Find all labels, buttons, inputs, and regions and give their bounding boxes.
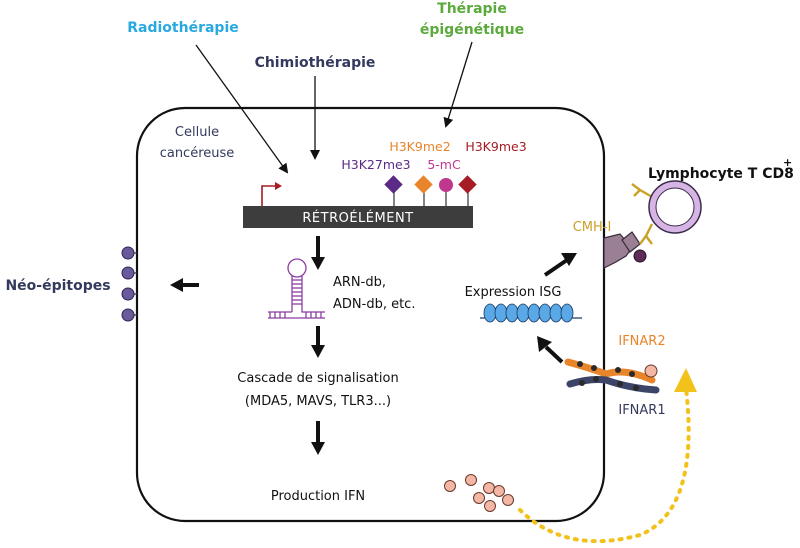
radiotherapy-arrow (195, 44, 289, 174)
cd8-t-cell-nucleus-icon (655, 187, 695, 227)
neo-epitopes-label: Néo-épitopes (5, 278, 110, 294)
ifnar1-label: IFNAR1 (618, 403, 665, 418)
ifn-autocrine-arrowhead-icon (674, 368, 697, 392)
h3k27me3-label: H3K27me3 (341, 157, 410, 172)
h3k9me2-diamond-icon (414, 175, 433, 194)
retroelement-label: RÉTROÉLÉMENT (302, 210, 413, 226)
signaling-cascade-label-line1: Cascade de signalisation (237, 371, 398, 386)
neo-epitopes-arrow (170, 278, 199, 292)
cancer-cell-label-line1: Cellule (175, 125, 219, 140)
adn-db-label: ADN-db, etc. (333, 297, 415, 312)
chemotherapy-label: Chimiothérapie (255, 55, 376, 71)
ifnar-to-isg-arrow (537, 336, 564, 364)
hairpin-rna-icon (268, 258, 325, 319)
cancer-cell-label-line2: cancéreuse (160, 146, 235, 161)
h3k9me3-diamond-icon (458, 175, 477, 194)
ifn-secreted-dots (444, 474, 514, 512)
arn-db-label: ARN-db, (333, 275, 386, 290)
promoter-arrowhead-icon (275, 182, 282, 190)
main-flow-arrows (311, 236, 325, 455)
5mc-label: 5-mC (427, 157, 461, 172)
epigenetic-therapy-arrow (443, 41, 473, 128)
5mc-circle-icon (439, 178, 453, 192)
mhc-i-label: CMH-I (573, 220, 612, 235)
retroelement-bar (243, 206, 473, 228)
epigenetic-therapy-label-line1: Thérapie (437, 1, 507, 17)
ifnar-receptor-icon (564, 358, 660, 394)
signaling-cascade-label-line2: (MDA5, MAVS, TLR3...) (245, 394, 391, 409)
h3k9me2-label: H3K9me2 (389, 139, 450, 154)
isg-expression-label: Expression ISG (465, 285, 562, 300)
isg-nucleosome-icon (480, 303, 582, 323)
h3k27me3-diamond-icon (384, 175, 403, 194)
ifn-production-label: Production IFN (271, 489, 365, 504)
promoter-icon (261, 185, 276, 206)
lymphocyte-label: Lymphocyte T CD8 (648, 166, 794, 182)
radiotherapy-label: Radiothérapie (127, 20, 239, 36)
epigenetic-therapy-label-line2: épigénétique (420, 22, 524, 38)
isg-to-mhc-arrow (543, 253, 577, 277)
ifnar2-label: IFNAR2 (618, 334, 665, 349)
h3k9me3-label: H3K9me3 (465, 139, 526, 154)
lymphocyte-superscript: + (783, 156, 792, 169)
mhc-i-icon (603, 231, 647, 269)
ifn-autocrine-dotted-arrow (518, 386, 691, 544)
neo-epitope-beads (121, 246, 137, 322)
epigenetic-marks (384, 175, 477, 206)
